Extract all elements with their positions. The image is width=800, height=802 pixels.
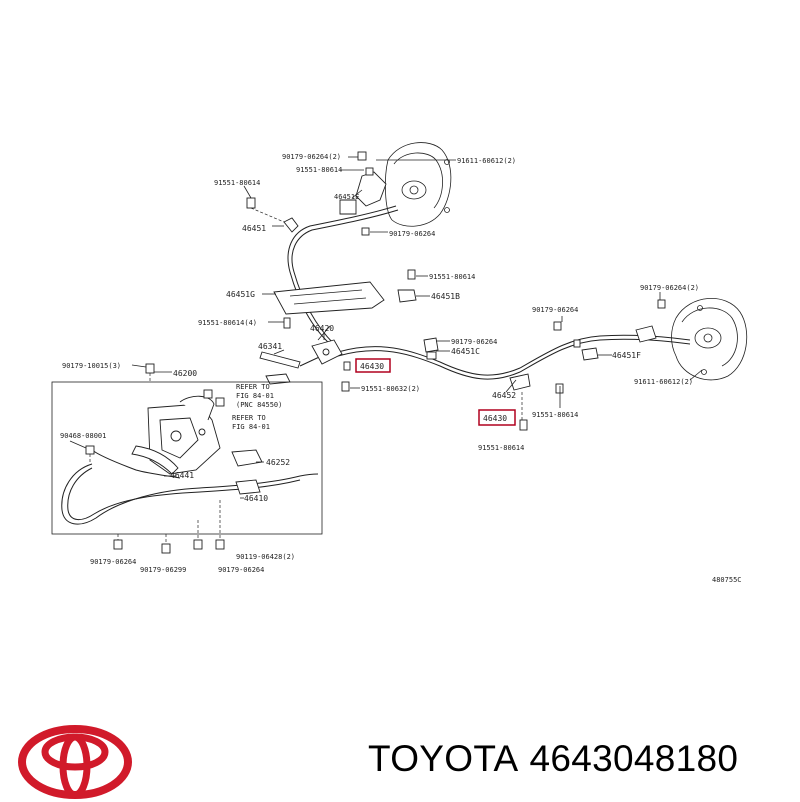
label-refer-2a: REFER TO [232, 414, 266, 422]
label-91551-80614-4: 91551-80614(4) [198, 319, 257, 327]
toyota-logo-icon [18, 725, 132, 799]
part-labels: 90179-06264(2) 91551-80614 91611-60612(2… [60, 153, 742, 584]
label-90179-06264-b: 90179-06264 [90, 558, 136, 566]
label-91551-80614-c: 91551-80614 [532, 411, 578, 419]
label-refer-2b: FIG 84-01 [232, 423, 270, 431]
label-46451f: 46451F [612, 351, 641, 360]
label-91551-80614-top: 91551-80614 [296, 166, 342, 174]
label-91611-60612-2-a: 91611-60612(2) [457, 157, 516, 165]
label-46451: 46451 [242, 224, 266, 233]
label-46200: 46200 [173, 369, 197, 378]
label-46252: 46252 [266, 458, 290, 467]
label-46420: 46420 [310, 324, 334, 333]
label-46451c: 46451C [451, 347, 480, 356]
highlight-46430-b [478, 409, 516, 426]
label-90179-06264-2-b: 90179-06264(2) [640, 284, 699, 292]
parking-lever-assembly-box [51, 363, 323, 554]
label-91551-80614-d: 91551-80614 [478, 444, 524, 452]
label-91551-80632-2: 91551-80632(2) [361, 385, 420, 393]
label-46451b: 46451B [431, 292, 460, 301]
label-91551-80614-b: 91551-80614 [429, 273, 475, 281]
label-90179-06264-a: 90179-06264 [389, 230, 435, 238]
label-90119-06428-2: 90119-06428(2) [236, 553, 295, 561]
highlight-46430-a [355, 358, 391, 373]
label-90179-06264-2-a: 90179-06264(2) [282, 153, 341, 161]
label-90179-06264-e: 90179-06264 [532, 306, 578, 314]
label-46430-a: 46430 [360, 362, 384, 371]
label-90179-06264-c: 90179-06264 [218, 566, 264, 574]
label-46410: 46410 [244, 494, 268, 503]
label-91611-60612-2-b: 91611-60612(2) [634, 378, 693, 386]
leader-lines [69, 156, 703, 499]
brake-backing-plate-upper [384, 142, 452, 227]
label-refer-1b: FIG 84-01 [236, 392, 274, 400]
label-code: 480755C [712, 576, 742, 584]
label-90179-06264-d: 90179-06264 [451, 338, 497, 346]
label-46451g: 46451G [226, 290, 255, 299]
part-number: 4643048180 [529, 738, 739, 779]
brake-backing-plate-right [671, 298, 748, 381]
label-90179-10015-3: 90179-10015(3) [62, 362, 121, 370]
label-46441: 46441 [170, 471, 194, 480]
brand-name: TOYOTA [368, 738, 519, 779]
label-refer-1c: (PNC 84550) [236, 401, 282, 409]
label-90468-08001: 90468-08001 [60, 432, 106, 440]
parts-misc [246, 151, 666, 431]
label-91551-80614-a: 91551-80614 [214, 179, 260, 187]
label-46451e: 46451E [334, 193, 359, 201]
label-46341: 46341 [258, 342, 282, 351]
label-refer-1a: REFER TO [236, 383, 270, 391]
label-46452: 46452 [492, 391, 516, 400]
label-90179-06299: 90179-06299 [140, 566, 186, 574]
label-46430-b: 46430 [483, 414, 507, 423]
